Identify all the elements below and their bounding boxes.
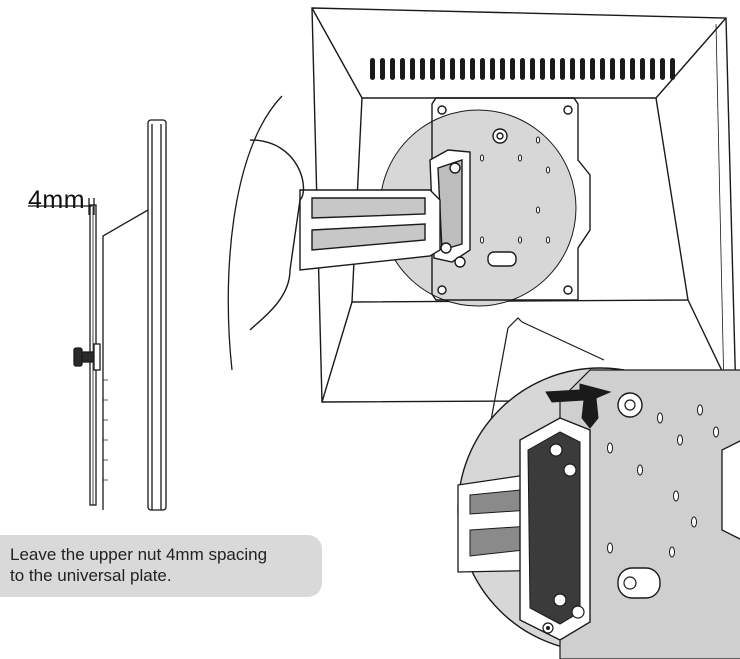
caption-line-1: Leave the upper nut 4mm spacing [10, 545, 268, 564]
zoom-circle-lower [457, 367, 740, 659]
monitor-side-panel [147, 119, 167, 511]
upper-nut-side [73, 343, 101, 371]
movement-arrow [545, 383, 612, 429]
monitor-back-slope [102, 209, 149, 510]
articulating-arm [249, 139, 441, 331]
monitor-back-view [249, 7, 737, 403]
arm-zoom-arc [227, 95, 283, 371]
vent-slots [370, 58, 675, 80]
spacing-dimension-label: 4mm [28, 186, 86, 214]
side-profile-view [28, 119, 167, 511]
instruction-caption: Leave the upper nut 4mm spacing to the u… [0, 535, 322, 597]
caption-line-2: to the universal plate. [10, 566, 172, 585]
